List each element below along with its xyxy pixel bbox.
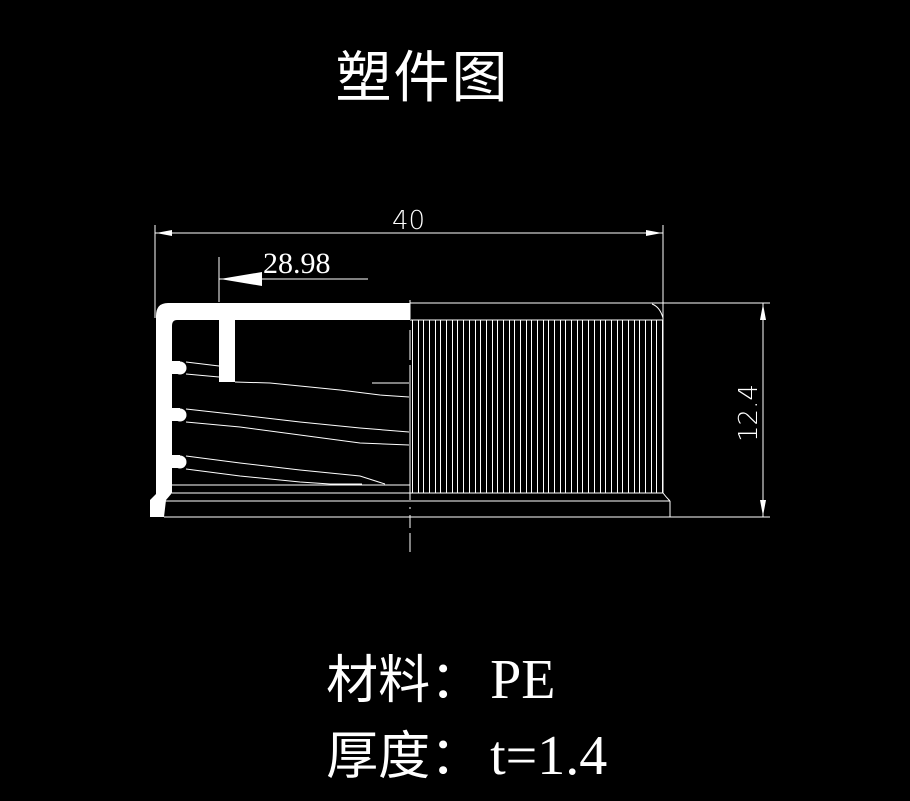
thickness-spec: 厚度：t=1.4 [293, 660, 607, 789]
material-spec: 材料：PE [293, 584, 555, 713]
knurl-lines [412, 320, 663, 493]
arrowhead-icon [760, 304, 766, 320]
thickness-label: 厚度： [326, 727, 483, 787]
dim-2898-label: 28.98 [263, 247, 331, 280]
thread-lines [185, 361, 410, 486]
drawing-title: 塑件图 [335, 46, 510, 111]
material-label: 材料： [326, 651, 483, 711]
thickness-value: t=1.4 [490, 725, 608, 787]
arrowhead-icon [220, 272, 262, 286]
section-view [150, 303, 410, 517]
dim-40-label: 40 [392, 206, 425, 236]
dim-124-label: 12.4 [734, 384, 764, 442]
arrowhead-icon [156, 230, 172, 236]
material-value: PE [490, 649, 556, 711]
arrowhead-icon [646, 230, 662, 236]
arrowhead-icon [760, 500, 766, 516]
